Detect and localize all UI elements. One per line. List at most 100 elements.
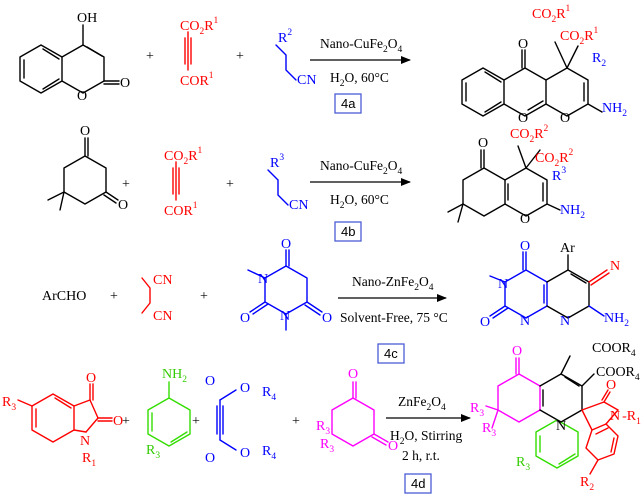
oh-label: OH bbox=[77, 11, 97, 26]
n-2: N bbox=[520, 314, 530, 329]
n-3: N bbox=[560, 314, 570, 329]
plus-sign: + bbox=[122, 414, 130, 429]
o-top: O bbox=[86, 371, 96, 386]
reactant-alkyne-diester: CO2R1 COR1 bbox=[164, 146, 203, 219]
r1-label: R1 bbox=[82, 451, 96, 469]
reactant-isatin: R3 O O N R1 bbox=[2, 371, 123, 469]
plus-sign: + bbox=[110, 289, 118, 304]
reactant-4-hydroxycoumarin: OH O O bbox=[19, 11, 130, 104]
reactant-nitrile: R3 CN bbox=[267, 153, 308, 213]
ester-a-label: CO2R1 bbox=[532, 4, 571, 25]
reactant-alkyne-diester: O O R4 O O R4 bbox=[205, 374, 276, 466]
compound-label-4a: 4a bbox=[341, 96, 356, 111]
ester-b-label: CO2R1 bbox=[560, 26, 599, 47]
nitrile-n-label: N bbox=[610, 259, 620, 274]
coor-b-label: COOR4 bbox=[596, 365, 640, 383]
nh2-label: NH2 bbox=[604, 311, 629, 329]
reactant-cyclohexanedione: O O R3 R3 bbox=[316, 367, 398, 455]
ketone-o-top: O bbox=[80, 124, 90, 139]
plus-sign: + bbox=[292, 414, 300, 429]
n-2: N bbox=[280, 309, 290, 324]
top-ester-label: CO2R1 bbox=[164, 146, 203, 167]
product-4b: O O CO2R2 CO2R2 R3 NH2 bbox=[447, 124, 585, 227]
reactant-dimethylbarbituric: O O O N N bbox=[240, 237, 332, 331]
r2-label: R2 bbox=[580, 475, 594, 493]
label-box-4c bbox=[377, 343, 405, 364]
o-bottom: O bbox=[480, 315, 490, 330]
r4-bottom: R4 bbox=[262, 444, 276, 462]
cn-bottom: CN bbox=[153, 309, 172, 324]
product-4a: O O O CO2R1 CO2R1 R2 NH2 bbox=[461, 4, 627, 126]
plus-sign: + bbox=[146, 49, 154, 64]
o-top: O bbox=[281, 237, 291, 252]
compound-label-4c: 4c bbox=[384, 346, 398, 361]
reaction-4b: O O + CO2R1 COR1 + R3 CN Nano-CuFe2O4 H2… bbox=[47, 124, 585, 242]
ring-o-label: O bbox=[77, 89, 87, 104]
o-top: O bbox=[348, 367, 358, 382]
o-bottom: O bbox=[388, 439, 398, 454]
n-label: N bbox=[80, 434, 90, 449]
cn-top: CN bbox=[153, 273, 172, 288]
label-box-4d bbox=[404, 473, 432, 494]
reactant-aniline: NH2 R3 bbox=[146, 367, 191, 461]
compound-label-4d: 4d bbox=[411, 476, 425, 491]
product-4c: Ar N O O N N N NH2 bbox=[480, 239, 629, 330]
compound-label-4b: 4b bbox=[341, 224, 355, 239]
o-ester-top: O bbox=[240, 381, 250, 396]
reactant-nitrile: R2 CN bbox=[275, 28, 316, 88]
r4-top: R4 bbox=[262, 385, 276, 403]
reactant-alkyne-diester: CO2R1 COR1 bbox=[180, 16, 219, 89]
o-top: O bbox=[520, 239, 530, 254]
ketone-o-label: O bbox=[518, 37, 528, 52]
r2-product-label: R2 bbox=[592, 51, 606, 69]
bottom-ketone-label: COR1 bbox=[164, 201, 198, 219]
plus-sign: + bbox=[192, 414, 200, 429]
nh2-label: NH2 bbox=[162, 367, 187, 385]
ester-a-label: CO2R2 bbox=[510, 124, 549, 145]
ester-b-label: CO2R2 bbox=[535, 148, 574, 169]
ketone-o-label: O bbox=[478, 136, 488, 151]
plus-sign: + bbox=[200, 289, 208, 304]
reactant-dimedone: O O bbox=[47, 124, 128, 213]
reaction-4d: R3 O O N R1 + NH2 R3 + O O R4 O O R4 + O… bbox=[2, 341, 641, 494]
catalyst-label: Nano-CuFe2O4 bbox=[320, 158, 403, 177]
o-bottom: O bbox=[205, 451, 215, 466]
pyran-o-label: O bbox=[520, 212, 530, 227]
pyran-o-2: O bbox=[560, 111, 570, 126]
pyran-o-1: O bbox=[518, 111, 528, 126]
solvent-label: H2O, 60°C bbox=[330, 70, 389, 89]
reaction-4c: ArCHO + CN CN + O O O N N Nano-ZnFe2O4 S… bbox=[42, 237, 629, 364]
catalyst-label: Nano-CuFe2O4 bbox=[320, 36, 403, 55]
o-left: O bbox=[240, 311, 250, 326]
nh2-label: NH2 bbox=[560, 203, 585, 221]
r3-product-label: R3 bbox=[552, 166, 566, 184]
o-right: O bbox=[322, 311, 332, 326]
ketone-o-bottom: O bbox=[118, 198, 128, 213]
oxindole-n-label: N-R1 bbox=[610, 409, 641, 427]
catalyst-label: Nano-ZnFe2O4 bbox=[352, 274, 434, 293]
reaction-4a: OH O O + CO2R1 COR1 + R2 CN Nano-CuFe2O4… bbox=[19, 4, 627, 126]
ketone-o-label: O bbox=[512, 344, 522, 359]
r3-b: R3 bbox=[482, 421, 496, 439]
label-box-4a bbox=[334, 93, 362, 114]
carbonyl-o-label: O bbox=[120, 76, 130, 91]
o-top: O bbox=[205, 374, 215, 389]
nh2-label: NH2 bbox=[602, 101, 627, 119]
cn-label: CN bbox=[297, 73, 316, 88]
r3-label: R3 bbox=[270, 153, 284, 171]
r3-label: R3 bbox=[2, 395, 16, 413]
solvent-label: H2O, 60°C bbox=[330, 192, 389, 211]
o-ester-bottom: O bbox=[240, 446, 250, 461]
cn-label: CN bbox=[289, 198, 308, 213]
product-4d: O N COOR4 COOR4 O N-R1 R2 R3 R3 R3 bbox=[470, 341, 641, 493]
r3-a: R3 bbox=[316, 419, 330, 437]
r2-label: R2 bbox=[278, 28, 292, 46]
r3-aryl-label: R3 bbox=[516, 455, 530, 473]
r3-a: R3 bbox=[470, 401, 484, 419]
plus-sign: + bbox=[226, 177, 234, 192]
r3-label: R3 bbox=[146, 443, 160, 461]
n-1: N bbox=[258, 272, 268, 287]
time-label: 2 h, r.t. bbox=[402, 448, 440, 463]
reactant-malononitrile: CN CN bbox=[141, 273, 172, 324]
